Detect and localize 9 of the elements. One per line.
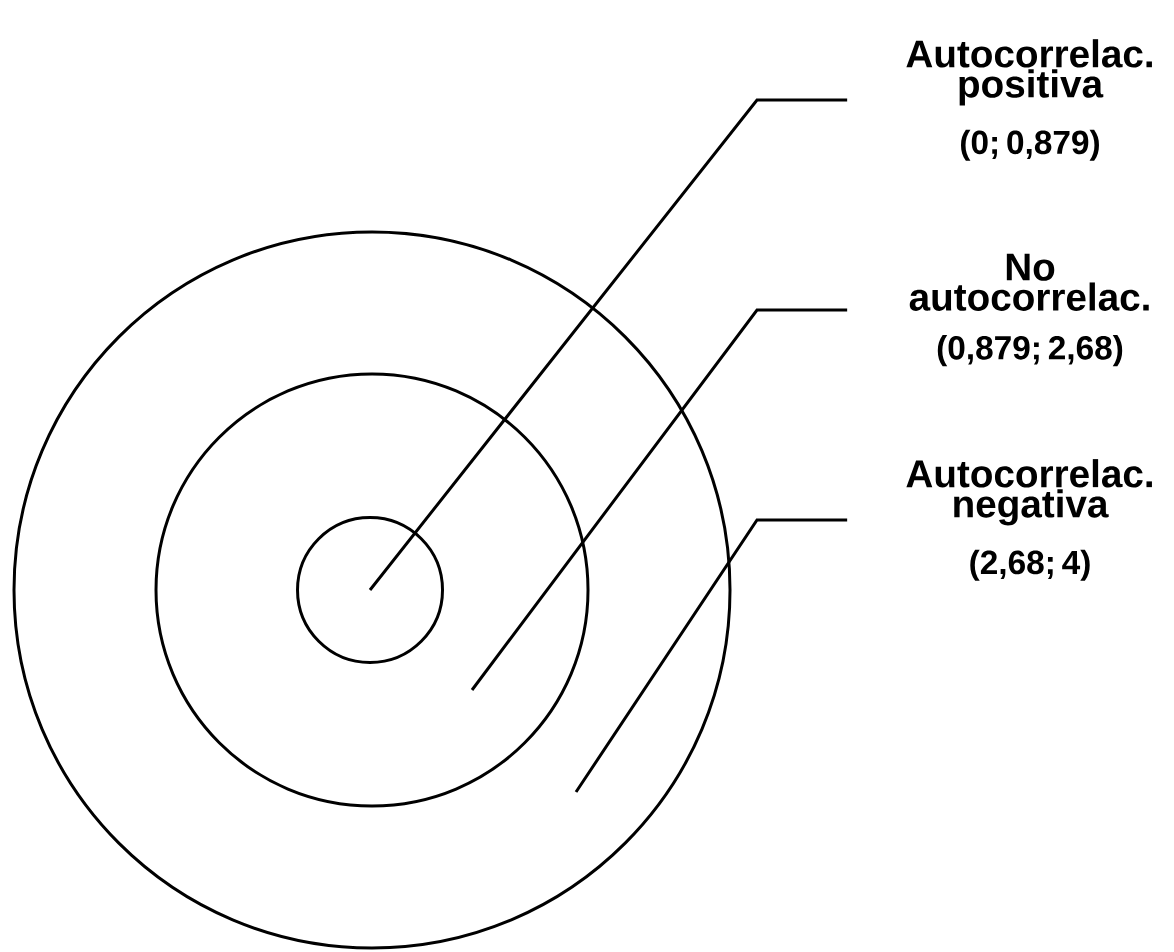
label-text: Autocorrelac. negativa (2,68; 4)	[906, 459, 1152, 581]
circle	[154, 372, 590, 808]
label-text: No autocorrelac. (0,879; 2,68)	[909, 253, 1149, 367]
circle	[296, 516, 444, 664]
leader-line	[368, 98, 848, 591]
label-text: Autocorrelac. positiva (0; 0,879)	[906, 39, 1152, 161]
leader-line	[470, 308, 848, 691]
circle	[12, 230, 732, 950]
leader-line	[574, 518, 848, 793]
